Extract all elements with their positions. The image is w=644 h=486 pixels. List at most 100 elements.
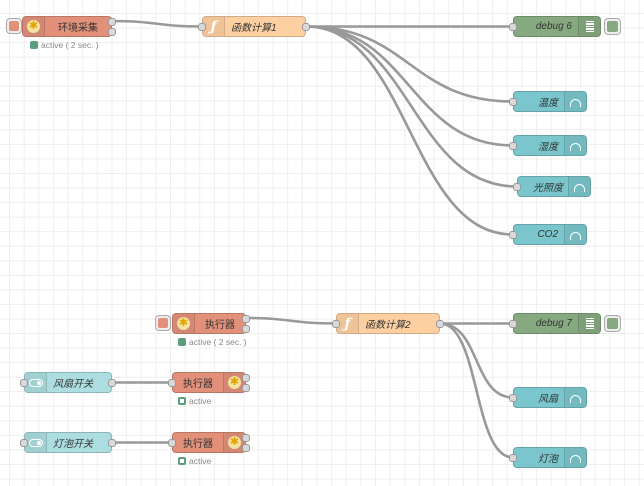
node-label: 执行器 xyxy=(183,379,213,390)
node-function-1[interactable]: ƒ 函数计算1 xyxy=(198,16,310,37)
status-text: active xyxy=(189,396,212,406)
debug-toggle-button[interactable] xyxy=(604,315,621,332)
gear-icon: ✱ xyxy=(27,20,40,33)
node-gauge-fan[interactable]: 风扇 xyxy=(509,387,587,408)
node-icon-box: ƒ xyxy=(337,314,359,333)
debug-toggle-button[interactable] xyxy=(604,18,621,35)
node-function-2[interactable]: ƒ 函数计算2 xyxy=(332,313,444,334)
node-status: active ( 2 sec. ) xyxy=(178,337,247,347)
node-icon-box xyxy=(25,373,47,392)
input-port[interactable] xyxy=(198,23,206,31)
node-icon-box: ✱ xyxy=(223,373,245,392)
output-port[interactable] xyxy=(108,379,116,387)
wire-function1-to-gauge_light[interactable] xyxy=(305,25,518,188)
gauge-icon xyxy=(570,231,581,240)
node-label: 风扇 xyxy=(538,394,558,405)
input-port[interactable] xyxy=(509,23,517,31)
node-icon-box: ✱ xyxy=(223,433,245,452)
node-gauge-bulb[interactable]: 灯泡 xyxy=(509,447,587,468)
input-port[interactable] xyxy=(20,379,28,387)
node-switch-bulb[interactable]: 灯泡开关 xyxy=(20,432,116,453)
node-gauge-temperature[interactable]: 温度 xyxy=(509,91,587,112)
node-status: active xyxy=(178,396,211,406)
node-actuator-fan[interactable]: 执行器 ✱ xyxy=(168,372,250,393)
output-port-2[interactable] xyxy=(242,325,250,333)
input-port[interactable] xyxy=(509,394,517,402)
wire-actuator_main-to-function2[interactable] xyxy=(245,316,337,325)
node-icon-box xyxy=(578,17,600,36)
node-icon-box: ƒ xyxy=(203,17,225,36)
node-sensor-collect[interactable]: ✱ 环境采集 xyxy=(22,16,116,37)
gauge-icon xyxy=(570,98,581,107)
output-port[interactable] xyxy=(302,23,310,31)
node-icon-box xyxy=(25,433,47,452)
inject-trigger-button[interactable] xyxy=(155,315,171,331)
input-port[interactable] xyxy=(509,231,517,239)
node-gauge-co2[interactable]: CO2 xyxy=(509,224,587,245)
gauge-icon xyxy=(574,183,585,192)
node-label: 函数计算2 xyxy=(365,320,411,331)
input-port[interactable] xyxy=(20,439,28,447)
node-icon-box xyxy=(564,136,586,155)
wire-function1-to-gauge_co2[interactable] xyxy=(305,25,514,236)
node-debug-6[interactable]: debug 6 xyxy=(509,16,601,37)
node-gauge-humidity[interactable]: 湿度 xyxy=(509,135,587,156)
input-port[interactable] xyxy=(509,320,517,328)
node-status: active ( 2 sec. ) xyxy=(30,40,99,50)
node-gauge-light[interactable]: 光照度 xyxy=(513,176,591,197)
input-port[interactable] xyxy=(509,98,517,106)
status-text: active ( 2 sec. ) xyxy=(41,40,99,50)
gauge-icon xyxy=(570,394,581,403)
wire-function2-to-gauge_bulb[interactable] xyxy=(439,322,514,459)
list-icon xyxy=(585,317,594,330)
output-port[interactable] xyxy=(436,320,444,328)
input-port[interactable] xyxy=(332,320,340,328)
input-port[interactable] xyxy=(513,183,521,191)
output-port-2[interactable] xyxy=(242,384,250,392)
status-text: active ( 2 sec. ) xyxy=(189,337,247,347)
gear-icon: ✱ xyxy=(177,317,190,330)
node-debug-7[interactable]: debug 7 xyxy=(509,313,601,334)
output-port[interactable] xyxy=(108,439,116,447)
output-port-2[interactable] xyxy=(242,444,250,452)
debug-toggle-inner xyxy=(607,318,618,329)
node-label: 光照度 xyxy=(533,183,563,194)
gauge-icon xyxy=(570,142,581,151)
wire-function2-to-gauge_fan[interactable] xyxy=(439,322,514,399)
output-port-1[interactable] xyxy=(108,18,116,26)
gear-icon: ✱ xyxy=(228,436,241,449)
debug-toggle-inner xyxy=(607,21,618,32)
node-label: 函数计算1 xyxy=(231,23,277,34)
wire-sensor_collect-to-function1[interactable] xyxy=(111,19,203,28)
node-label: 灯泡开关 xyxy=(53,439,93,450)
node-icon-box xyxy=(578,314,600,333)
output-port-1[interactable] xyxy=(242,434,250,442)
node-label: 执行器 xyxy=(205,320,235,331)
node-actuator-main[interactable]: ✱ 执行器 xyxy=(172,313,250,334)
node-label: CO2 xyxy=(537,229,558,240)
status-dot-icon xyxy=(178,338,186,346)
node-icon-box xyxy=(564,388,586,407)
output-port-1[interactable] xyxy=(242,315,250,323)
input-port[interactable] xyxy=(168,439,176,447)
status-dot-icon xyxy=(30,41,38,49)
input-port[interactable] xyxy=(509,454,517,462)
input-port[interactable] xyxy=(168,379,176,387)
node-actuator-bulb[interactable]: 执行器 ✱ xyxy=(168,432,250,453)
inject-trigger-button[interactable] xyxy=(6,18,22,34)
function-icon: ƒ xyxy=(344,315,351,332)
node-icon-box xyxy=(564,92,586,111)
status-text: active xyxy=(189,456,212,466)
toggle-icon xyxy=(28,378,43,387)
output-port-1[interactable] xyxy=(242,374,250,382)
output-port-2[interactable] xyxy=(108,28,116,36)
input-port[interactable] xyxy=(509,142,517,150)
node-switch-fan[interactable]: 风扇开关 xyxy=(20,372,116,393)
wire-function1-to-gauge_temp[interactable] xyxy=(305,25,514,103)
node-label: 执行器 xyxy=(183,439,213,450)
node-label: 灯泡 xyxy=(538,454,558,465)
status-ring-icon xyxy=(178,457,186,465)
node-label: 温度 xyxy=(538,98,558,109)
wire-function1-to-gauge_humidity[interactable] xyxy=(305,25,514,147)
node-icon-box: ✱ xyxy=(23,17,45,36)
